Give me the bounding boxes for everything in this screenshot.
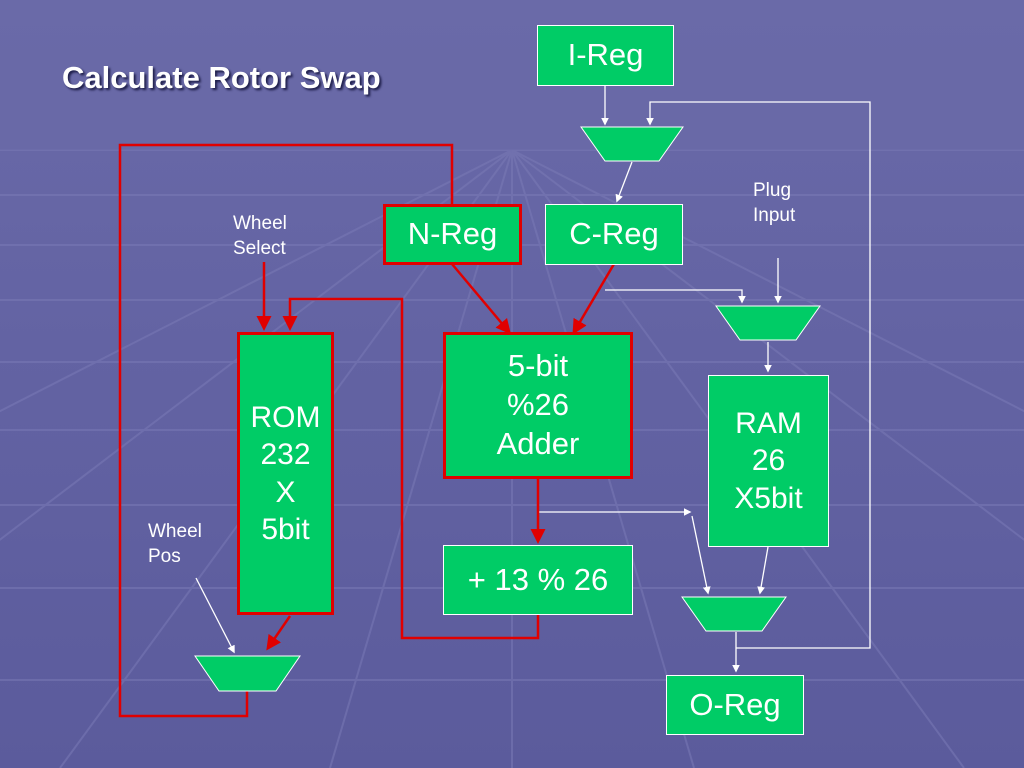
wire-ram-to-out-mux — [757, 546, 769, 595]
ram-line-2: 26 — [751, 444, 786, 478]
rom-line-2: 232 — [260, 438, 311, 471]
wire-plus13-to-rom — [282, 297, 540, 640]
adder-line-1: 5-bit — [507, 348, 569, 383]
mux-ireg — [580, 126, 684, 162]
n-reg-label: N-Reg — [407, 216, 498, 252]
wire-adder-to-out-mux — [691, 515, 711, 595]
o-reg-block: O-Reg — [666, 675, 804, 735]
wire-nreg-to-adder — [451, 263, 511, 335]
plug-input-label: Plug Input — [753, 180, 796, 226]
c-reg-block: C-Reg — [545, 204, 683, 265]
rom-block: ROM 232 X 5bit — [237, 332, 334, 615]
c-reg-label: C-Reg — [569, 216, 659, 252]
o-reg-label: O-Reg — [689, 686, 781, 722]
ram-line-1: RAM — [735, 406, 802, 440]
wire-feedback-to-mux — [646, 101, 871, 649]
mux-ram-input — [715, 305, 821, 341]
slide-title: Calculate Rotor Swap — [62, 60, 381, 95]
wheel-pos-label: Wheel Pos — [148, 521, 202, 567]
rom-line-1: ROM — [250, 400, 321, 434]
i-reg-label: I-Reg — [567, 37, 644, 73]
wire-rom-to-mux — [266, 615, 292, 651]
plus13-mod26-block: + 13 % 26 — [443, 545, 633, 615]
adder-line-3: Adder — [496, 425, 580, 461]
wire-mux-feedback-loop — [118, 143, 454, 718]
plus13-label: + 13 % 26 — [467, 561, 609, 597]
mux-output — [681, 596, 787, 632]
rom-line-3: X — [275, 475, 296, 509]
wheel-select-label: Wheel Select — [233, 213, 287, 259]
adder-line-2: %26 — [506, 386, 570, 422]
wire-creg-to-ram-mux — [605, 289, 746, 304]
wire-wheel-pos — [195, 577, 235, 654]
rom-line-4: 5bit — [261, 513, 310, 546]
ram-line-3: X5bit — [734, 481, 803, 515]
i-reg-block: I-Reg — [537, 25, 674, 86]
wire-creg-to-adder — [572, 263, 616, 335]
ram-block: RAM 26 X5bit — [708, 375, 829, 547]
mux-wheel — [194, 655, 301, 692]
adder-block: 5-bit %26 Adder — [443, 332, 633, 479]
n-reg-block: N-Reg — [383, 204, 522, 265]
wire-mux-to-creg — [615, 161, 633, 203]
